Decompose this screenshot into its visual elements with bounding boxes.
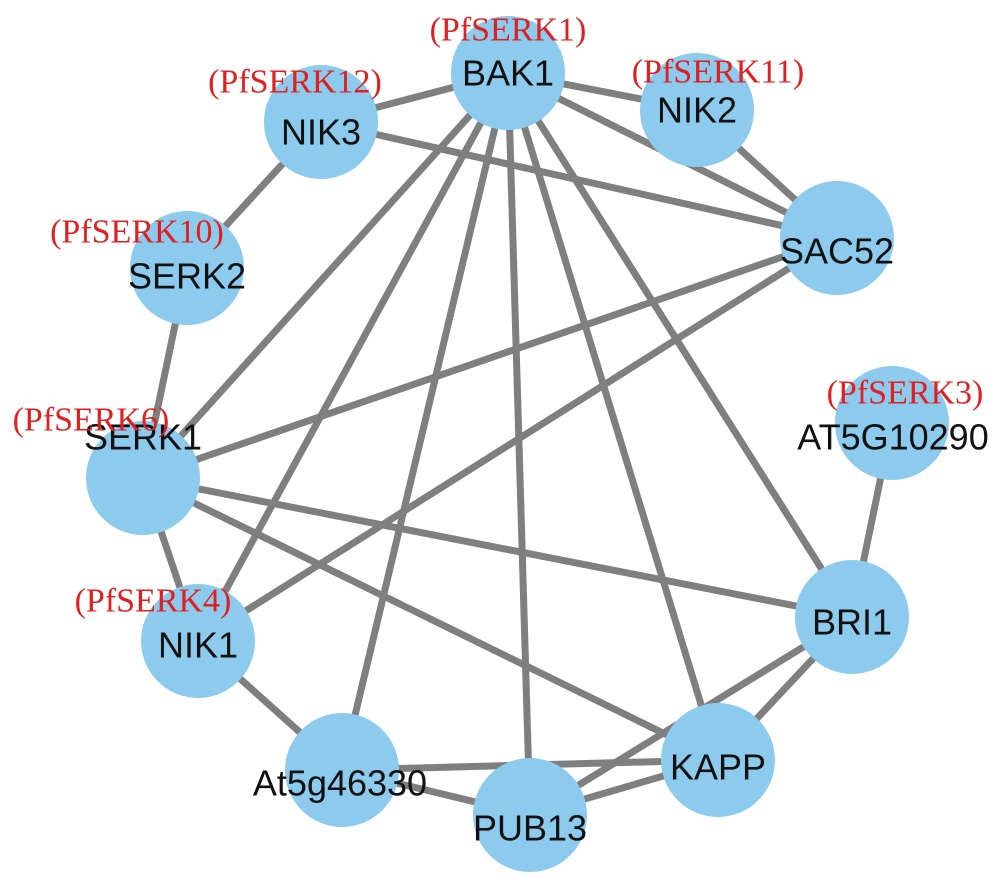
alias-label-nik3: (PfSERK12) xyxy=(208,64,382,101)
node-bak1 xyxy=(451,16,565,130)
node-nik2 xyxy=(640,53,754,167)
edge-serk1-bri1 xyxy=(139,474,856,621)
alias-label-bak1: (PfSERK1) xyxy=(430,12,587,49)
node-at5g46330 xyxy=(285,713,399,827)
node-pub13 xyxy=(473,758,587,872)
edge-bak1-serk1 xyxy=(139,69,512,482)
node-label-pub13: PUB13 xyxy=(473,808,587,849)
node-label-bri1: BRI1 xyxy=(812,602,892,643)
node-label-serk2: SERK2 xyxy=(128,256,246,297)
node-label-kapp: KAPP xyxy=(670,747,766,788)
node-serk1 xyxy=(86,421,200,535)
node-layer xyxy=(86,16,949,872)
node-label-nik3: NIK3 xyxy=(281,112,361,153)
alias-label-nik2: (PfSERK11) xyxy=(632,54,805,91)
node-label-nik2: NIK2 xyxy=(657,90,737,131)
node-serk2 xyxy=(130,211,244,325)
alias-label-nik1: (PfSERK4) xyxy=(75,583,232,620)
alias-label-serk1: (PfSERK6) xyxy=(13,402,170,439)
edge-nik3-sac52 xyxy=(317,118,841,242)
edge-bak1-bri1 xyxy=(504,69,856,621)
node-nik3 xyxy=(264,65,378,179)
node-label-bak1: BAK1 xyxy=(462,53,554,94)
edge-bak1-kapp xyxy=(504,69,722,764)
node-at5g10290 xyxy=(835,366,949,480)
node-sac52 xyxy=(780,181,894,295)
label-layer: BAK1 (PfSERK1) NIK2(PfSERK11) SAC52AT5G1029… xyxy=(13,12,989,849)
node-nik1 xyxy=(141,584,255,698)
edge-serk1-kapp xyxy=(139,474,722,764)
node-label-sac52: SAC52 xyxy=(780,231,894,272)
node-kapp xyxy=(661,703,775,817)
edge-bak1-at5g46330 xyxy=(338,69,512,774)
node-label-nik1: NIK1 xyxy=(158,625,238,666)
alias-label-serk2: (PfSERK10) xyxy=(50,214,224,251)
edge-layer xyxy=(139,69,896,819)
node-bri1 xyxy=(795,560,909,674)
edge-bak1-pub13 xyxy=(504,69,534,819)
edge-serk1-sac52 xyxy=(139,234,841,482)
edge-bak1-nik1 xyxy=(194,69,512,645)
edge-nik1-sac52 xyxy=(194,234,841,645)
node-label-at5g10290: AT5G10290 xyxy=(797,417,988,458)
alias-label-at5g10290: (PfSERK3) xyxy=(827,375,984,412)
node-label-serk1: SERK1 xyxy=(84,417,202,458)
node-label-at5g46330: At5g46330 xyxy=(253,763,427,804)
